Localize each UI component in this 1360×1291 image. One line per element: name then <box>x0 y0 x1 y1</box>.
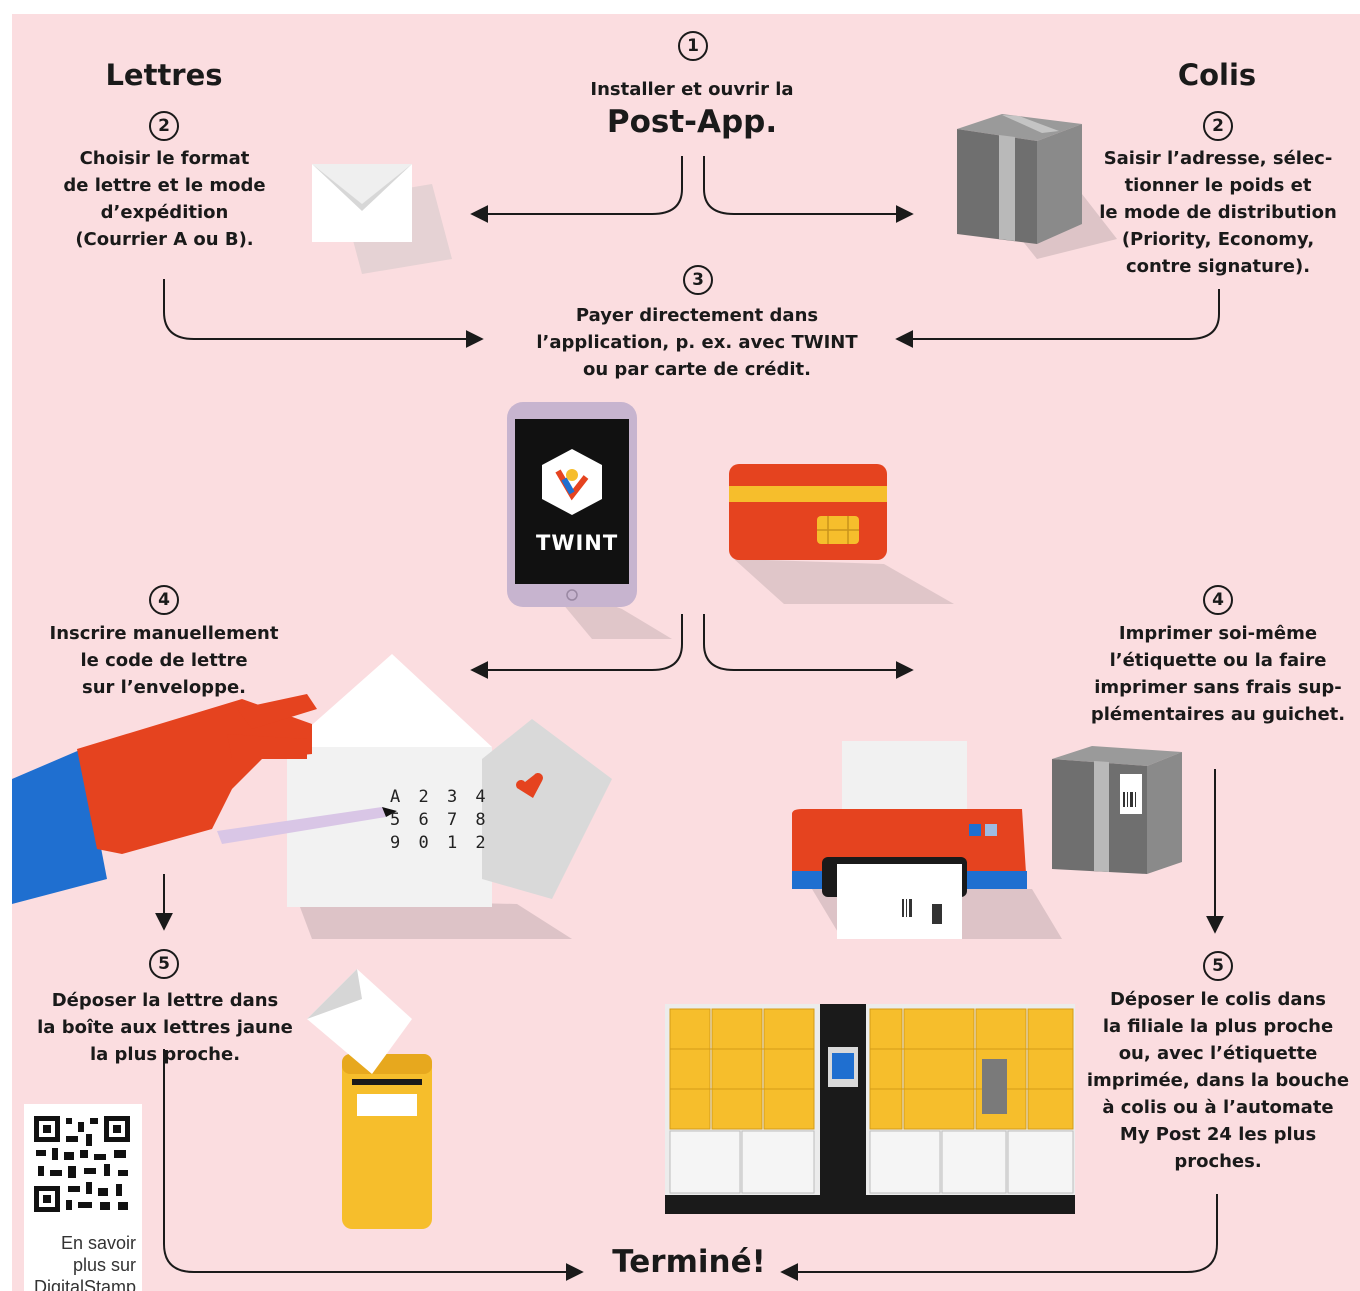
text-line: Imprimer soi-même <box>1118 623 1318 644</box>
text-line: sur l’enveloppe. <box>82 677 246 698</box>
text-line: contre signature). <box>1125 256 1311 277</box>
arrow-1-to-parcels <box>703 156 914 223</box>
code-line: 9 0 1 2 <box>390 833 490 853</box>
text-line: plémentaires au guichet. <box>1090 704 1346 725</box>
labelled-parcel-icon <box>1052 746 1182 874</box>
text-line: l’étiquette ou la faire <box>1109 650 1327 671</box>
arrow-3-to-letters-4 <box>470 614 683 679</box>
step-1-badge: 1 <box>678 31 708 61</box>
letters-title: Lettres <box>105 58 223 92</box>
letters-step-2-badge: 2 <box>149 111 179 141</box>
letters-step-2-text: Choisir le format de lettre et le mode d… <box>42 145 287 253</box>
letter-code: A 2 3 4 5 6 7 8 9 0 1 2 <box>390 786 490 855</box>
code-line: A 2 3 4 <box>390 787 490 807</box>
text-line: Inscrire manuellement <box>49 623 279 644</box>
diagram-canvas: Lettres Colis 1 Installer et ouvrir la P… <box>12 14 1360 1291</box>
letters-step-4-text: Inscrire manuellement le code de lettre … <box>34 620 294 701</box>
text-line: Payer directement dans <box>575 305 819 326</box>
arrow-letters-to-finish <box>163 1049 584 1281</box>
step-1-app-name: Post-App. <box>606 104 778 140</box>
parcels-step-2-badge: 2 <box>1203 111 1233 141</box>
text-line: le code de lettre <box>80 650 248 671</box>
code-line: 5 6 7 8 <box>390 810 490 830</box>
text-line: la filiale la plus proche <box>1102 1016 1334 1037</box>
text-line: Choisir le format <box>79 148 250 169</box>
phone-icon <box>507 402 672 639</box>
text-line: En savoir <box>60 1233 136 1253</box>
finish-label: Terminé! <box>612 1244 766 1280</box>
step-3-badge: 3 <box>683 265 713 295</box>
arrow-letters-to-3 <box>163 279 484 348</box>
text-line: la plus proche. <box>89 1044 241 1065</box>
text-line: Déposer le colis dans <box>1109 989 1327 1010</box>
parcels-step-5-text: Déposer le colis dans la filiale la plus… <box>1082 986 1354 1175</box>
parcels-step-5-badge: 5 <box>1203 951 1233 981</box>
text-line: Déposer la lettre dans <box>51 990 279 1011</box>
flow-arrows <box>155 156 1224 1281</box>
text-line: ou par carte de crédit. <box>582 359 811 380</box>
text-line: proches. <box>1174 1151 1262 1172</box>
letters-step-5-text: Déposer la lettre dans la boîte aux lett… <box>24 987 306 1068</box>
hand-writing-envelope-icon <box>12 654 612 939</box>
text-line: My Post 24 les plus <box>1119 1124 1317 1145</box>
text-line: à colis ou à l’automate <box>1102 1097 1334 1118</box>
text-line: tionner le poids et <box>1124 175 1312 196</box>
step-1-line: Installer et ouvrir la <box>590 79 794 100</box>
parcels-step-2-text: Saisir l’adresse, sélec- tionner le poid… <box>1087 145 1349 280</box>
text-line: DigitalStamp <box>33 1277 136 1291</box>
parcel-box-icon <box>957 114 1117 259</box>
text-line: (Courrier A ou B). <box>75 229 254 250</box>
arrow-parcels-to-finish <box>780 1194 1218 1281</box>
credit-card-icon <box>729 464 954 604</box>
arrow-1-to-letters <box>470 156 683 223</box>
qr-caption: En savoir plus sur DigitalStamp <box>12 1232 136 1291</box>
text-line: de lettre et le mode <box>63 175 266 196</box>
parcels-step-4-badge: 4 <box>1203 585 1233 615</box>
step-1-text: Installer et ouvrir la Post-App. <box>532 76 852 141</box>
letters-step-4-badge: 4 <box>149 585 179 615</box>
text-line: le mode de distribution <box>1099 202 1337 223</box>
qr-code-icon[interactable] <box>34 1116 130 1212</box>
arrow-3-to-parcels-4 <box>703 614 914 679</box>
text-line: imprimée, dans la bouche <box>1086 1070 1350 1091</box>
step-3-text: Payer directement dans l’application, p.… <box>492 302 902 383</box>
text-line: ou, avec l’étiquette <box>1118 1043 1318 1064</box>
letters-step-5-badge: 5 <box>149 949 179 979</box>
text-line: l’application, p. ex. avec TWINT <box>536 332 858 353</box>
mailbox-icon <box>307 969 432 1229</box>
text-line: plus sur <box>72 1255 136 1275</box>
envelope-icon <box>312 164 452 274</box>
text-line: (Priority, Economy, <box>1121 229 1315 250</box>
text-line: Saisir l’adresse, sélec- <box>1103 148 1333 169</box>
printer-icon <box>792 741 1062 939</box>
text-line: la boîte aux lettres jaune <box>37 1017 293 1038</box>
text-line: d’expédition <box>100 202 229 223</box>
parcel-locker-icon <box>665 1004 1075 1214</box>
text-line: imprimer sans frais sup- <box>1094 677 1342 698</box>
arrow-parcels-to-3 <box>895 289 1220 348</box>
parcels-step-4-text: Imprimer soi-même l’étiquette ou la fair… <box>1087 620 1349 728</box>
parcels-title: Colis <box>1177 58 1257 92</box>
twint-label: TWINT <box>536 531 619 555</box>
qr-panel: En savoir plus sur DigitalStamp <box>24 1104 142 1291</box>
